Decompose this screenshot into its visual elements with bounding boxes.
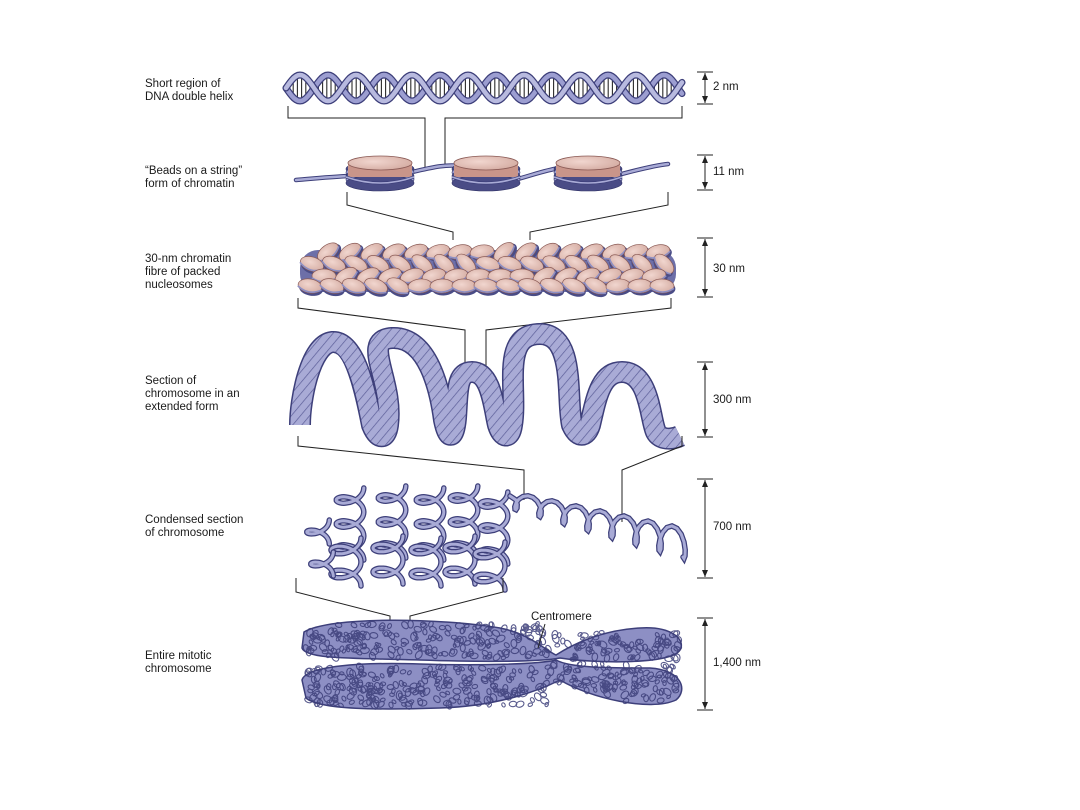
scale-label-300nm: 300 nm	[713, 394, 752, 406]
centromere-pointer	[537, 623, 546, 649]
label-30nm-fibre: 30-nm chromatin fibre of packed nucleoso…	[145, 253, 232, 291]
centromere-label: Centromere	[531, 611, 592, 623]
chromatin-fibre-30nm	[297, 242, 676, 298]
label-dna-helix: Short region of DNA double helix	[145, 78, 234, 103]
label-condensed-section: Condensed section of chromosome	[145, 514, 244, 539]
connector-lines-1	[287, 106, 683, 170]
label-extended-form: Section of chromosome in an extended for…	[145, 375, 240, 413]
dna-double-helix	[282, 71, 686, 105]
extended-chromosome-section	[289, 323, 685, 450]
connector-lines-2	[346, 192, 669, 240]
scale-label-700nm: 700 nm	[713, 521, 752, 533]
scale-label-30nm: 30 nm	[713, 263, 745, 275]
connector-lines-3	[297, 298, 672, 366]
condensed-chromosome-section	[303, 483, 688, 593]
beads-on-string	[293, 155, 671, 192]
label-beads-on-string: “Beads on a string” form of chromatin	[145, 165, 243, 190]
scale-label-2nm: 2 nm	[713, 81, 739, 93]
scale-bars	[697, 71, 713, 711]
connector-lines-4	[297, 436, 683, 522]
scale-label-1400nm: 1,400 nm	[713, 657, 761, 669]
scale-label-11nm: 11 nm	[713, 166, 745, 178]
mitotic-chromosome	[301, 619, 683, 710]
label-mitotic-chromosome: Entire mitotic chromosome	[145, 650, 212, 675]
